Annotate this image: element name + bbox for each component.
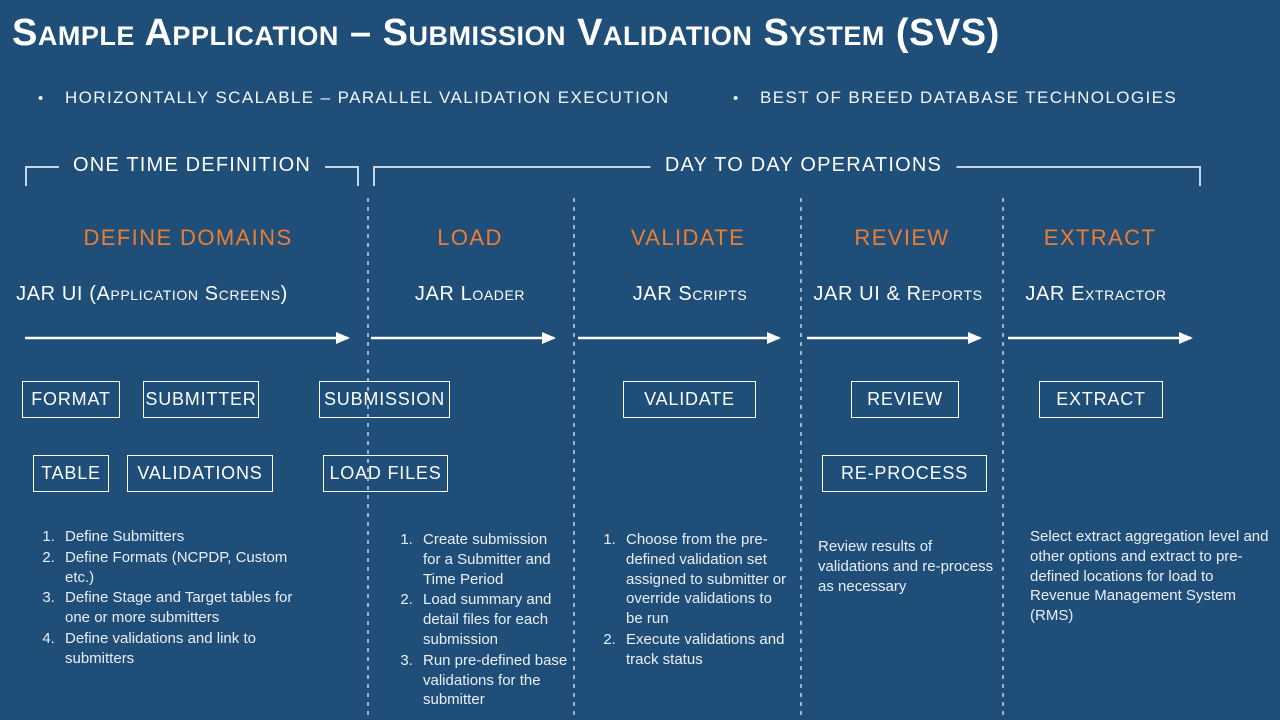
list-item: Create submission for a Submitter and Ti… [417,530,568,589]
phase-label-day-to-day: DAY TO DAY OPERATIONS [650,154,957,177]
process-flow-arrow [25,332,1193,344]
phase-label-one-time: ONE TIME DEFINITION [59,154,325,177]
bullet-item-scalable: HORIZONTALLY SCALABLE – PARALLEL VALIDAT… [38,88,670,108]
step-box-load-files: LOAD FILES [323,455,448,492]
column-subheader-jar-ui-screens: JAR UI (Application Screens) [16,283,288,305]
slide-title: Sample Application – Submission Validati… [12,12,1000,54]
list-item: Execute validations and track status [620,630,791,670]
column-divider [573,198,575,715]
column-header-define-domains: DEFINE DOMAINS [83,225,293,250]
step-box-extract: EXTRACT [1039,381,1163,418]
list-item: Run pre-defined base validations for the… [417,651,568,710]
bullet-text: BEST OF BREED DATABASE TECHNOLOGIES [760,88,1178,107]
column-divider [800,198,802,715]
step-box-re-process: RE-PROCESS [822,455,987,492]
step-box-validations: VALIDATIONS [127,455,273,492]
bullet-icon [38,88,65,108]
bullet-item-database: BEST OF BREED DATABASE TECHNOLOGIES [733,88,1177,108]
detail-note-extract: Select extract aggregation level and oth… [1030,528,1269,625]
step-box-submitter: SUBMITTER [143,381,259,418]
step-box-submission: SUBMISSION [319,381,450,418]
list-item: Choose from the pre-defined validation s… [620,530,791,629]
list-item: Define Formats (NCPDP, Custom etc.) [59,548,317,588]
detail-list-validate: Choose from the pre-defined validation s… [586,530,791,671]
step-box-review: REVIEW [851,381,959,418]
list-item: Define Submitters [59,527,317,547]
column-header-validate: VALIDATE [630,225,746,250]
detail-note-review: Review results of validations and re-pro… [818,538,994,595]
step-box-validate: VALIDATE [623,381,756,418]
list-item: Define Stage and Target tables for one o… [59,588,317,628]
bullet-icon [733,88,760,108]
list-item: Load summary and detail files for each s… [417,590,568,649]
column-header-load: LOAD [437,225,503,250]
bracket-one-time-definition: ONE TIME DEFINITION [25,154,359,186]
column-subheader-jar-loader: JAR Loader [414,283,526,305]
column-subheader-jar-ui-reports: JAR UI & Reports [813,283,983,305]
bullet-text: HORIZONTALLY SCALABLE – PARALLEL VALIDAT… [65,88,670,107]
column-subheader-jar-scripts: JAR Scripts [632,283,748,305]
column-subheader-jar-extractor: JAR Extractor [1025,283,1167,305]
column-divider [367,198,369,715]
column-divider [1002,198,1004,715]
detail-list-define-domains: Define Submitters Define Formats (NCPDP,… [25,527,317,670]
step-box-table: TABLE [33,455,109,492]
list-item: Define validations and link to submitter… [59,629,317,669]
step-box-format: FORMAT [22,381,120,418]
column-header-extract: EXTRACT [1043,225,1157,250]
bracket-day-to-day-operations: DAY TO DAY OPERATIONS [373,154,1201,186]
detail-list-load: Create submission for a Submitter and Ti… [383,530,568,711]
column-header-review: REVIEW [854,225,950,250]
